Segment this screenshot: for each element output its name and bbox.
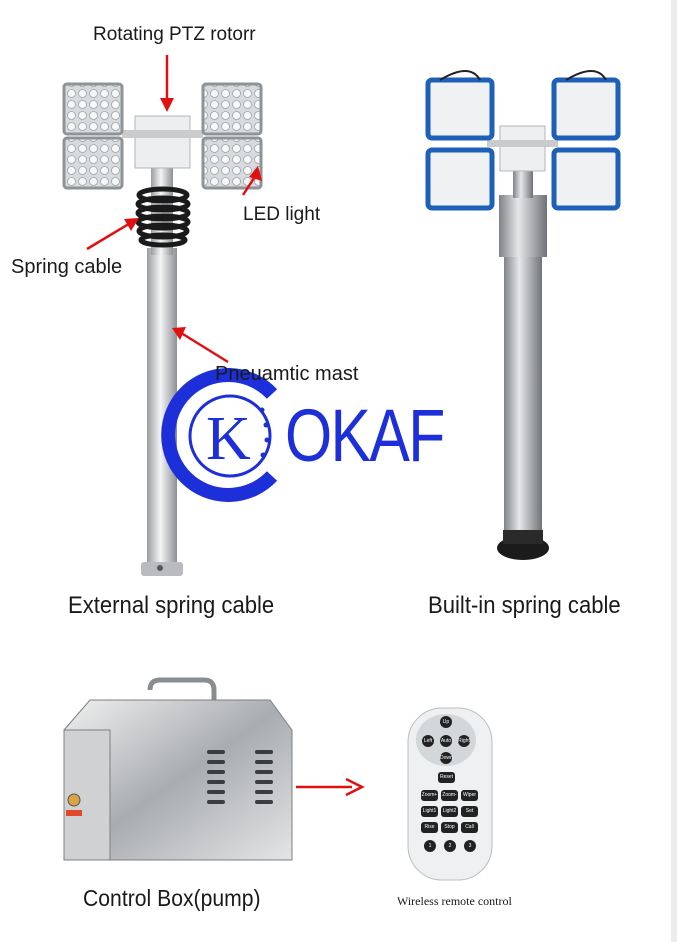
right-led-lamps [425, 70, 621, 211]
remote-stop-button: Stop [441, 822, 458, 833]
label-spring-cable: Spring cable [11, 256, 123, 278]
remote-call-button: Call [461, 822, 478, 833]
okaf-logo-emblem [161, 368, 278, 502]
control-box [63, 677, 293, 861]
remote-light2-button: Light2 [441, 806, 458, 817]
spring-cable-coil [135, 186, 191, 248]
remote-right-button: Right [458, 735, 470, 747]
label-led-light: LED light [243, 204, 321, 225]
remote-up-button: Up [440, 716, 452, 728]
label-pneumatic-mast: Pneuamtic mast [215, 363, 359, 385]
remote-rise-button: Rise [421, 822, 438, 833]
remote-wiper-button: Wiper [461, 790, 478, 801]
remote-zoom-in-button: Zoom+ [421, 790, 438, 801]
remote-1-button: 1 [424, 840, 436, 852]
caption-wireless-remote: Wireless remote control [397, 894, 512, 908]
remote-left-button: Left [422, 735, 434, 747]
logo-wordmark: OKAF [285, 394, 445, 477]
annotation-arrows [86, 55, 365, 797]
right-mast [425, 70, 621, 560]
logo-letter: K [206, 405, 251, 473]
caption-external-spring-cable: External spring cable [68, 592, 275, 619]
vent-slots [207, 750, 273, 804]
caption-control-box: Control Box(pump) [83, 885, 261, 911]
label-ptz-rotor: Rotating PTZ rotorr [93, 24, 256, 45]
remote-zoom-out-button: Zoom- [441, 790, 458, 801]
remote-down-button: Down [440, 752, 453, 764]
left-mast [62, 82, 263, 576]
remote-auto-button: Auto [440, 735, 452, 747]
scrollbar-track[interactable] [671, 0, 677, 942]
caption-builtin-spring-cable: Built-in spring cable [428, 592, 621, 619]
remote-3-button: 3 [464, 840, 476, 852]
left-led-lamps [62, 82, 263, 190]
remote-reset-button: Reset [438, 772, 455, 783]
remote-2-button: 2 [444, 840, 456, 852]
remote-set-button: Set [461, 806, 478, 817]
remote-light1-button: Light1 [421, 806, 438, 817]
